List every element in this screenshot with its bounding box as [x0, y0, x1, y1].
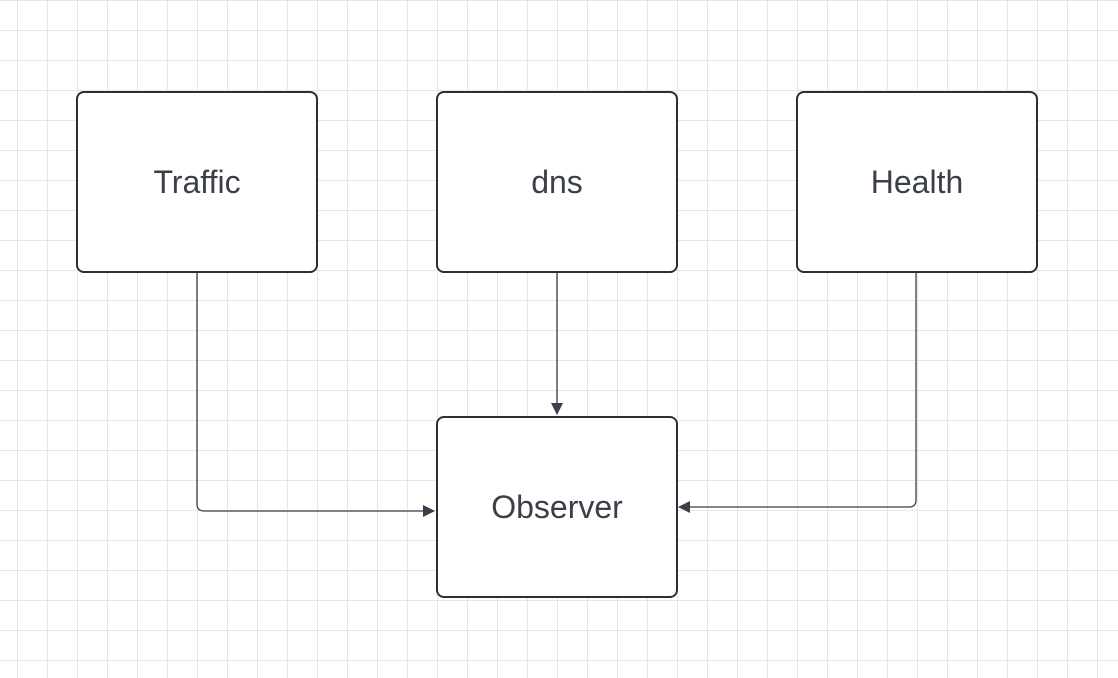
health-node-label: Health [870, 163, 964, 200]
dns-node[interactable]: dns [436, 91, 678, 273]
traffic-node[interactable]: Traffic [76, 91, 318, 273]
traffic-node-label: Traffic [153, 163, 241, 200]
edge-health-to-observer [678, 272, 917, 513]
edge-traffic-to-observer [196, 272, 435, 517]
dns-node-label: dns [531, 163, 583, 200]
health-node[interactable]: Health [796, 91, 1038, 273]
observer-node-label: Observer [491, 488, 623, 525]
observer-node[interactable]: Observer [436, 416, 678, 598]
